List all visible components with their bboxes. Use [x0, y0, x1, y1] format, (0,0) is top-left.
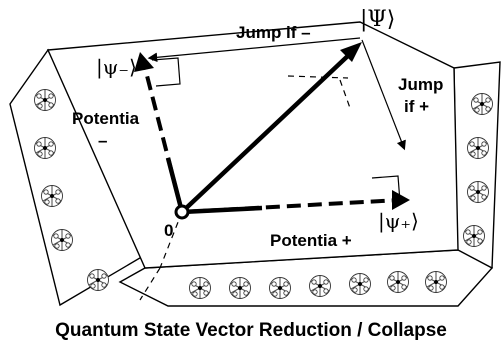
potentia-minus-label-2: – — [98, 131, 107, 150]
state-minus-label: |ψ₋⟩ — [96, 55, 137, 80]
jump-minus-arrow — [147, 37, 361, 63]
jump-plus-arrow — [361, 39, 406, 151]
jump-minus-label: Jump if – — [236, 23, 311, 42]
dashed-guides — [139, 75, 351, 301]
origin-point — [174, 204, 190, 220]
psi-vector — [180, 42, 362, 214]
potentia-plus-label: Potentia + — [270, 231, 352, 250]
jump-arrows — [147, 37, 406, 151]
potentia-minus-label-1: Potentia — [72, 109, 140, 128]
axis-heads — [134, 52, 410, 210]
origin-label: 0 — [164, 221, 173, 240]
jump-plus-label-2: if + — [404, 97, 429, 116]
state-psi-label: |Ψ⟩ — [360, 7, 395, 32]
frame — [9, 21, 501, 307]
right-angle-marks — [151, 57, 401, 203]
caption: Quantum State Vector Reduction / Collaps… — [55, 320, 447, 341]
state-plus-label: |ψ₊⟩ — [378, 209, 419, 234]
jump-plus-label-1: Jump — [398, 75, 443, 94]
psi-plus-axis — [181, 198, 401, 214]
